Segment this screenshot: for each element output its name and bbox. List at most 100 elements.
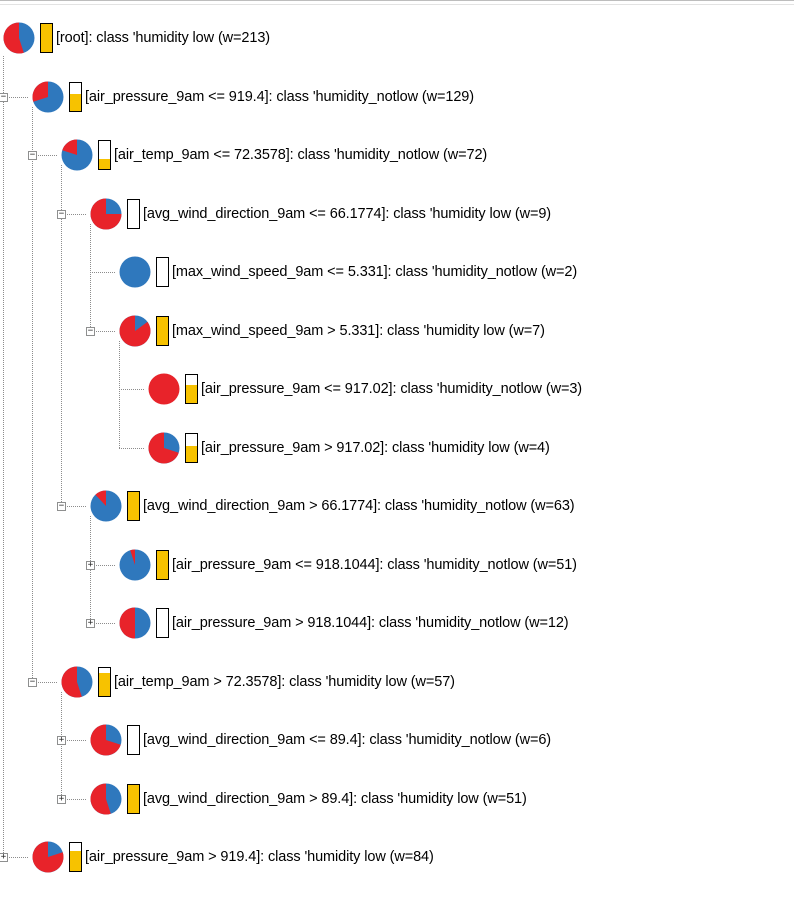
node-weight-bar	[69, 81, 82, 112]
tree-node-label: [avg_wind_direction_9am > 66.1774]: clas…	[143, 498, 575, 514]
tree-node[interactable]: [max_wind_speed_9am <= 5.331]: class 'hu…	[119, 252, 577, 292]
collapse-node-toggle[interactable]: −	[57, 502, 66, 511]
tree-connector-horizontal	[119, 389, 144, 390]
collapse-node-toggle[interactable]: −	[86, 326, 95, 336]
tree-connector-horizontal	[61, 740, 86, 741]
tree-node[interactable]: [air_temp_9am <= 72.3578]: class 'humidi…	[61, 135, 487, 175]
plus-icon: +	[58, 793, 65, 804]
pie-slice-humidity-low	[62, 139, 77, 155]
node-weight-bar	[156, 608, 169, 638]
node-weight-bar-fill	[99, 159, 110, 169]
tree-connector-horizontal	[90, 623, 115, 624]
tree-node[interactable]: [avg_wind_direction_9am > 66.1774]: clas…	[90, 486, 575, 526]
tree-node-label: [air_pressure_9am > 917.02]: class 'humi…	[201, 439, 550, 456]
class-distribution-pie	[32, 81, 64, 112]
tree-connector-horizontal	[90, 330, 115, 332]
node-weight-bar-fill	[157, 550, 168, 579]
tree-connector-horizontal	[3, 857, 28, 858]
node-weight-bar	[127, 783, 140, 814]
node-weight-bar	[127, 198, 140, 229]
expand-node-toggle[interactable]: +	[57, 736, 66, 745]
node-weight-bar-fill	[186, 384, 197, 403]
class-distribution-pie	[61, 139, 93, 171]
tree-node[interactable]: [max_wind_speed_9am > 5.331]: class 'hum…	[119, 311, 545, 351]
tree-node[interactable]: [air_pressure_9am <= 917.02]: class 'hum…	[148, 369, 582, 409]
node-weight-bar-fill	[70, 93, 81, 111]
tree-node-label: [air_temp_9am > 72.3578]: class 'humidit…	[114, 673, 455, 690]
class-distribution-pie	[119, 256, 151, 288]
tree-node[interactable]: [root]: class 'humidity low (w=213)	[3, 18, 270, 58]
pie-slice-humidity-notlow	[119, 256, 151, 288]
pie-slice-humidity-low	[3, 22, 24, 54]
pie-slice-humidity-low	[119, 607, 135, 639]
tree-connector-horizontal	[119, 447, 144, 449]
expand-node-toggle[interactable]: +	[86, 559, 95, 570]
class-distribution-pie	[61, 666, 93, 697]
collapse-node-toggle[interactable]: −	[28, 676, 37, 687]
node-weight-bar	[98, 666, 111, 697]
node-weight-bar	[156, 315, 169, 346]
pie-slice-humidity-low	[95, 490, 106, 506]
pie-slice-humidity-low	[90, 198, 122, 229]
tree-connector-vertical	[90, 516, 91, 623]
tree-connector-horizontal	[61, 798, 86, 800]
pie-slice-humidity-low	[148, 432, 179, 463]
minus-icon: −	[0, 91, 7, 102]
node-weight-bar	[40, 23, 53, 53]
pie-slice-humidity-low	[32, 841, 64, 873]
collapse-node-toggle[interactable]: −	[0, 91, 8, 102]
class-distribution-pie	[148, 432, 180, 463]
pie-slice-humidity-low	[61, 666, 82, 697]
class-distribution-pie	[90, 490, 122, 522]
class-distribution-pie	[119, 549, 151, 580]
class-distribution-pie	[119, 607, 151, 639]
tree-node-label: [air_pressure_9am > 919.4]: class 'humid…	[85, 849, 434, 865]
panel-top-border	[0, 0, 794, 1]
tree-connector-vertical	[3, 56, 4, 857]
node-weight-bar-fill	[128, 492, 139, 520]
node-weight-bar-fill	[186, 446, 197, 462]
node-weight-bar	[185, 374, 198, 404]
tree-connector-horizontal	[90, 272, 115, 273]
plus-icon: +	[87, 559, 94, 570]
tree-node[interactable]: [avg_wind_direction_9am <= 66.1774]: cla…	[90, 194, 551, 234]
tree-node[interactable]: [air_pressure_9am <= 918.1044]: class 'h…	[119, 545, 577, 585]
tree-connector-horizontal	[61, 506, 86, 507]
class-distribution-pie	[90, 783, 122, 814]
minus-icon: −	[29, 150, 36, 160]
tree-node[interactable]: [air_pressure_9am > 918.1044]: class 'hu…	[119, 603, 569, 643]
expand-node-toggle[interactable]: +	[0, 853, 8, 862]
tree-node[interactable]: [avg_wind_direction_9am <= 89.4]: class …	[90, 720, 551, 760]
node-weight-bar-fill	[128, 784, 139, 813]
node-weight-bar	[98, 140, 111, 170]
tree-node[interactable]: [air_pressure_9am > 919.4]: class 'humid…	[32, 837, 434, 877]
node-weight-bar	[156, 257, 169, 287]
tree-connector-vertical	[90, 223, 91, 331]
node-weight-bar-fill	[157, 316, 168, 345]
tree-connector-vertical	[61, 165, 62, 506]
tree-node-label: [avg_wind_direction_9am <= 66.1774]: cla…	[143, 205, 552, 222]
pie-slice-humidity-low	[90, 724, 121, 756]
tree-node-label: [max_wind_speed_9am > 5.331]: class 'hum…	[172, 322, 545, 339]
tree-connector-horizontal	[3, 96, 28, 98]
tree-connector-horizontal	[32, 155, 57, 156]
expand-node-toggle[interactable]: +	[86, 619, 95, 628]
tree-node-label: [air_pressure_9am <= 918.1044]: class 'h…	[172, 556, 577, 573]
tree-connector-horizontal	[90, 564, 115, 566]
tree-node[interactable]: [air_pressure_9am > 917.02]: class 'humi…	[148, 428, 550, 468]
pie-slice-humidity-low	[90, 783, 111, 814]
tree-node[interactable]: [avg_wind_direction_9am > 89.4]: class '…	[90, 779, 527, 819]
node-weight-bar-fill	[99, 673, 110, 696]
pie-slice-humidity-low	[148, 373, 180, 405]
tree-node[interactable]: [air_temp_9am > 72.3578]: class 'humidit…	[61, 662, 455, 702]
minus-icon: −	[29, 676, 36, 687]
class-distribution-pie	[119, 315, 151, 346]
node-weight-bar	[156, 549, 169, 580]
collapse-node-toggle[interactable]: −	[28, 151, 37, 160]
tree-connector-vertical	[61, 691, 62, 799]
pie-slice-humidity-low	[130, 549, 135, 565]
expand-node-toggle[interactable]: +	[57, 793, 66, 804]
tree-node[interactable]: [air_pressure_9am <= 919.4]: class 'humi…	[32, 77, 474, 117]
collapse-node-toggle[interactable]: −	[57, 209, 66, 219]
